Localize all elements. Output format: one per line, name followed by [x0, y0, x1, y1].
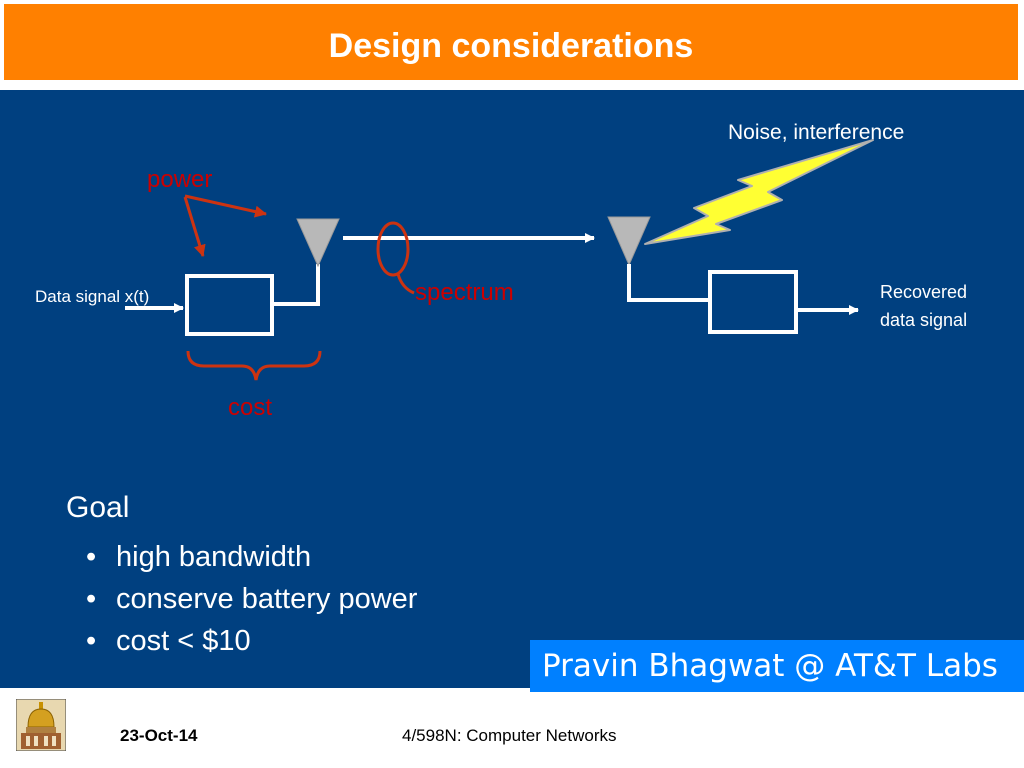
tx-antenna-icon [296, 218, 340, 268]
tx-wire [272, 264, 320, 306]
spectrum-label: spectrum [415, 279, 514, 306]
goal-item-text: high bandwidth [116, 541, 312, 573]
goal-item-text: cost < $10 [116, 625, 251, 657]
slide-title: Design considerations [328, 27, 694, 65]
power-arrow-to-antenna [184, 194, 267, 218]
main-panel [0, 90, 1024, 688]
data-signal-label: Data signal x(t) [35, 287, 150, 306]
goal-item-text: conserve battery power [116, 583, 418, 615]
bullet-icon: • [86, 583, 97, 615]
recovered-label-line1: Recovered [880, 282, 968, 302]
power-label: power [147, 166, 213, 193]
credit-box: Pravin Bhagwat @ AT&T Labs [530, 640, 1024, 692]
list-item: • high bandwidth [86, 540, 417, 582]
recovered-label-line2: data signal [880, 310, 968, 330]
goal-list: •high bandwidth •conserve battery power … [86, 540, 417, 666]
bullet-icon: • [86, 625, 97, 657]
footer-course: 4/598N: Computer Networks [402, 726, 617, 745]
golden-dome-logo-icon [16, 699, 66, 751]
bullet-icon: • [86, 541, 97, 573]
credit-text: Pravin Bhagwat @ AT&T Labs [542, 648, 998, 684]
spectrum-ellipse [376, 221, 410, 277]
list-item: • cost < $10 [86, 624, 417, 666]
cost-label: cost [228, 394, 273, 421]
cost-brace [186, 350, 322, 381]
spectrum-pointer [396, 273, 415, 295]
rx-wire [627, 264, 710, 302]
title-bar: Design considerations [4, 4, 1018, 80]
list-item: • conserve battery power [86, 582, 417, 624]
footer-date: 23-Oct-14 [120, 726, 198, 745]
power-arrow-to-box [183, 196, 206, 257]
goal-title: Goal [66, 491, 130, 524]
transmitter-box [185, 274, 274, 336]
noise-label: Noise, interference [728, 121, 905, 144]
lightning-icon [644, 139, 874, 245]
receiver-box [708, 270, 798, 334]
rx-antenna-icon [607, 216, 651, 267]
